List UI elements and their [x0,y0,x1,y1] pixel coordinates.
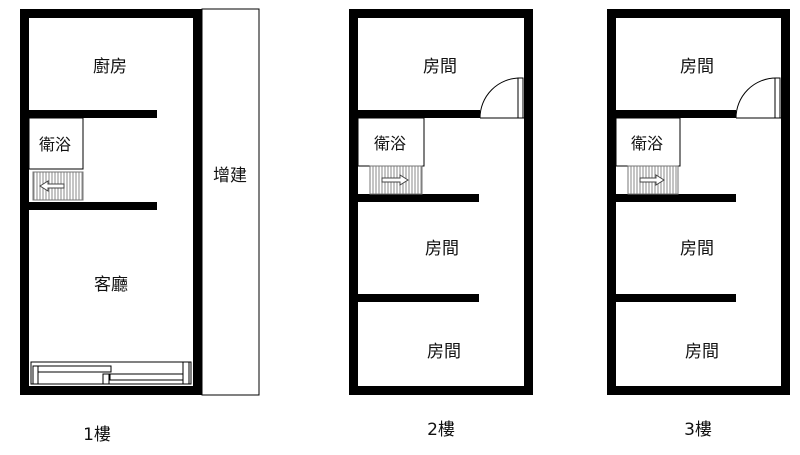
room-label-room-a: 房間 [423,57,457,77]
stairs [369,165,423,195]
room-label-room-b: 房間 [680,239,714,259]
annex-label: 增建 [213,166,247,186]
room-label-bath: 衛浴 [631,134,663,153]
room-label-living: 客廳 [94,275,128,295]
stairs-arrow [381,174,409,186]
bath-box [357,117,425,167]
room-label-kitchen: 廚房 [93,56,127,77]
room-label-room-a: 房間 [680,57,714,77]
annex-area [201,8,260,396]
stairs-arrow [39,180,65,192]
bath-box [28,117,84,170]
room-label-bath: 衛浴 [374,134,406,153]
stairs-arrow [639,174,665,186]
floor-label-1: 1樓 [83,425,111,445]
floor-label-2: 2樓 [427,420,455,440]
room-label-room-c: 房間 [685,342,719,362]
floor-3-plan [607,9,790,395]
bath-box [615,117,681,167]
floor-1-plan [20,8,260,396]
front-doors [30,361,192,385]
room-label-bath: 衛浴 [39,135,71,154]
door [479,77,524,119]
floor-2-plan [349,9,533,395]
door [735,77,781,119]
room-label-room-b: 房間 [425,239,459,259]
room-label-room-c: 房間 [427,342,461,362]
floor-label-3: 3樓 [684,420,712,440]
